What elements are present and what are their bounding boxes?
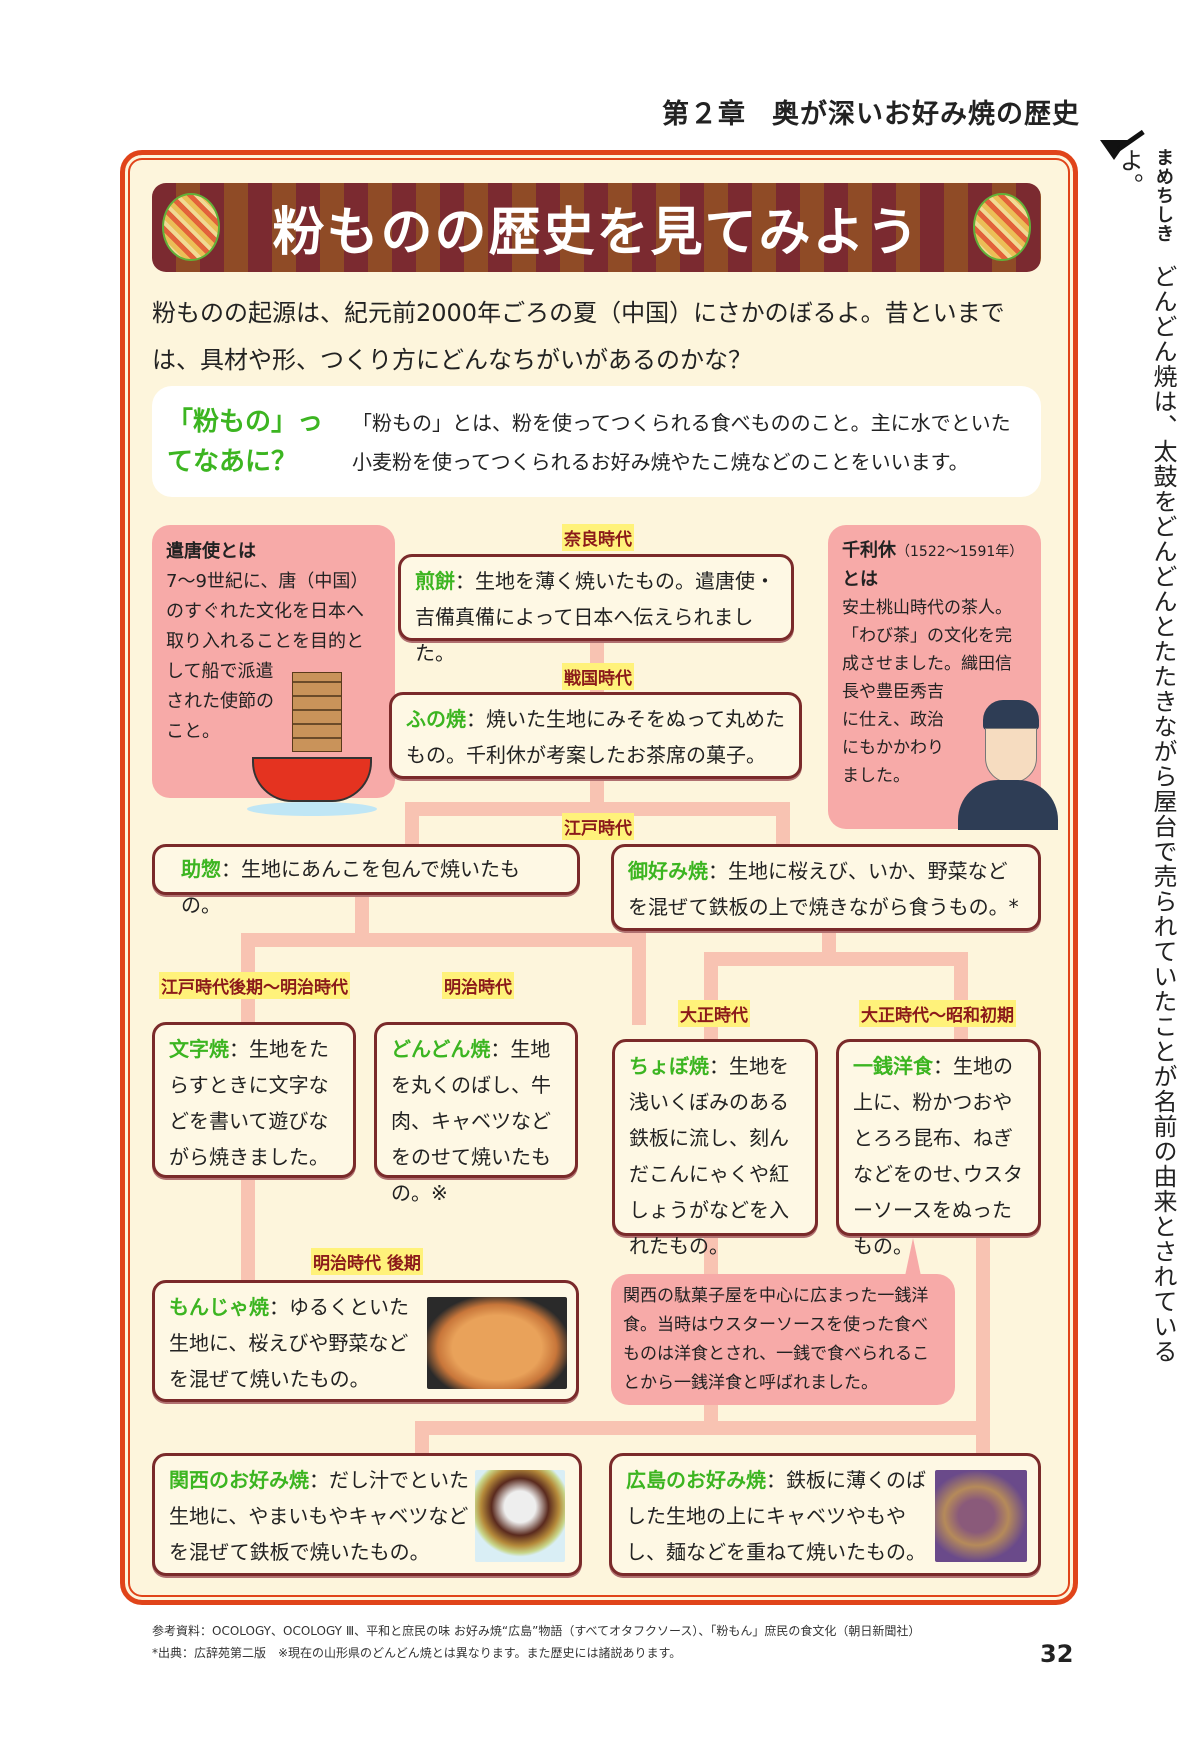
connector	[405, 802, 790, 816]
chapter-title: 奥が深いお好み焼の歴史	[772, 99, 1080, 130]
connector	[632, 933, 646, 1025]
page-title: 粉ものの歴史を見てみよう	[272, 203, 921, 263]
term-funoyaki: ふの焼	[406, 707, 466, 731]
item-issen-yoshoku: 一銭洋食：生地の上に、粉かつおやとろろ昆布、ねぎなどをのせ､ウスターソースをぬっ…	[836, 1039, 1041, 1258]
era-label-taisho: 大正時代	[678, 1000, 750, 1027]
term-mojiyaki: 文字焼	[169, 1037, 229, 1061]
era-label-meiji: 明治時代	[442, 972, 514, 999]
connector	[415, 1421, 429, 1456]
rikyu-title: 千利休	[842, 540, 896, 561]
connector	[355, 895, 369, 940]
connector	[954, 952, 968, 1042]
chapter-number: 第２章	[662, 99, 746, 130]
ship-hull	[252, 757, 372, 802]
desc-senbei: ：生地を薄く焼いたもの。遣唐使・吉備真備によって日本へ伝えられました。	[415, 569, 775, 665]
term-dondonyaki: どんどん焼	[391, 1037, 491, 1061]
rikyu-title-suffix: とは	[842, 569, 878, 590]
desc-issen-yoshoku: ：生地の上に、粉かつおやとろろ昆布、ねぎなどをのせ､ウスターソースをぬったもの。	[853, 1054, 1023, 1258]
definition-answer: 「粉もの」とは、粉を使ってつくられる食べもののこと。主に水でといた小麦粉を使って…	[352, 411, 1011, 474]
ship-sails	[292, 672, 342, 752]
term-choboyaki: ちょぼ焼	[629, 1054, 709, 1078]
era-label-edo: 江戸時代	[562, 813, 634, 840]
footer: 参考資料：OCOLOGY、OCOLOGY Ⅲ、平和と庶民の味 お好み焼“広島”物…	[152, 1620, 920, 1664]
term-issen-yoshoku: 一銭洋食	[853, 1054, 933, 1078]
desc-monjayaki: ：ゆるくといた生地に、桜えびや野菜などを混ぜて焼いたもの。	[169, 1295, 409, 1391]
kentoushi-text: 7～9世紀に、唐（中国）のすぐれた文化を日本へ取り入れることを目的として船で派遣…	[166, 571, 369, 742]
item-funoyaki: ふの焼：焼いた生地にみそをぬって丸めたもの。千利休が考案したお茶席の菓子。	[389, 692, 802, 779]
desc-mojiyaki: ：生地をたらすときに文字などを書いて遊びながら焼きました。	[169, 1037, 329, 1169]
references: 参考資料：OCOLOGY、OCOLOGY Ⅲ、平和と庶民の味 お好み焼“広島”物…	[152, 1624, 921, 1638]
side-note-label: まめちしき	[1153, 148, 1174, 243]
rikyu-portrait-face	[985, 728, 1037, 783]
item-senbei: 煎餅：生地を薄く焼いたもの。遣唐使・吉備真備によって日本へ伝えられました。	[398, 554, 794, 665]
term-senbei: 煎餅	[415, 569, 455, 593]
term-hiroshima-okonomiyaki: 広島のお好み焼	[626, 1468, 766, 1492]
desc-choboyaki: ：生地を浅いくぼみのある鉄板に流し、刻んだこんにゃくや紅しょうがなどを入れたもの…	[629, 1054, 789, 1258]
side-note: まめちしき どんどん焼は、太鼓をどんどんとたたきながら屋台で売られていたことが名…	[1112, 148, 1180, 1408]
chapter-header: 第２章奥が深いお好み焼の歴史	[640, 92, 1080, 131]
kentoushi-title: 遣唐使とは	[166, 541, 256, 562]
issen-note-text: 関西の駄菓子屋を中心に広まった一銭洋食。当時はウスターソースを使った食べものは洋…	[623, 1286, 930, 1393]
issen-yoshoku-note: 関西の駄菓子屋を中心に広まった一銭洋食。当時はウスターソースを使った食べものは洋…	[611, 1274, 955, 1405]
rikyu-portrait-robe	[958, 780, 1058, 830]
desc-suketsu: ：生地にあんこを包んで焼いたもの。	[181, 857, 520, 917]
desc-kansai-okonomiyaki: ：だし汁でといた生地に、やまいもやキャベツなどを混ぜて鉄板で焼いたもの。	[169, 1468, 469, 1564]
okonomiyaki-deco-icon	[973, 193, 1031, 261]
okonomiyaki-deco-icon	[162, 193, 220, 261]
connector	[776, 802, 790, 847]
era-label-nara: 奈良時代	[562, 524, 634, 551]
definition-box: 「粉もの」ってなあに？ 「粉もの」とは、粉を使ってつくられる食べもののこと。主に…	[152, 386, 1041, 497]
desc-funoyaki: ：焼いた生地にみそをぬって丸めたもの。千利休が考案したお茶席の菓子。	[406, 707, 785, 767]
rikyu-portrait-hat	[983, 700, 1039, 730]
connector	[405, 802, 419, 847]
term-monjayaki: もんじゃ焼	[169, 1295, 269, 1319]
connector	[976, 1236, 990, 1456]
era-label-sengoku: 戦国時代	[562, 663, 634, 690]
era-label-taisho-showa: 大正時代～昭和初期	[859, 1000, 1016, 1027]
desc-okonomi: ：生地に桜えび、いか、野菜などを混ぜて鉄板の上で焼きながら食うもの。*	[628, 859, 1019, 919]
item-suketsu: 助惣：生地にあんこを包んで焼いたもの。	[152, 844, 580, 917]
item-choboyaki: ちょぼ焼：生地を浅いくぼみのある鉄板に流し、刻んだこんにゃくや紅しょうがなどを入…	[612, 1039, 818, 1258]
hiroshima-okonomiyaki-photo	[935, 1470, 1027, 1562]
era-label-edo-meiji: 江戸時代後期～明治時代	[159, 972, 350, 999]
rikyu-text: 安土桃山時代の茶人。「わび茶」の文化を完成させました。織田信長や豊臣秀吉に仕え、…	[842, 598, 1012, 786]
connector	[704, 952, 968, 966]
connector	[704, 952, 718, 1042]
term-kansai-okonomiyaki: 関西のお好み焼	[169, 1468, 309, 1492]
kentoushi-note: 遣唐使とは 7～9世紀に、唐（中国）のすぐれた文化を日本へ取り入れることを目的と…	[152, 525, 395, 798]
connector	[241, 933, 646, 947]
title-banner: 粉ものの歴史を見てみよう	[152, 183, 1041, 272]
term-okonomi: 御好み焼	[628, 859, 708, 883]
kansai-okonomiyaki-photo	[475, 1470, 565, 1562]
definition-question: 「粉もの」ってなあに？	[167, 407, 324, 477]
rikyu-years: （1522～1591年）	[896, 544, 1024, 560]
side-note-text: どんどん焼は、太鼓をどんどんとたたきながら屋台で売られていたことが名前の由来とさ…	[1115, 148, 1177, 1364]
page-number: 32	[1040, 1640, 1074, 1668]
monjayaki-photo	[427, 1297, 567, 1389]
intro-text: 粉ものの起源は、紀元前2000年ごろの夏（中国）にさかのぼるよ。昔といまでは、具…	[152, 299, 1005, 374]
item-dondonyaki: どんどん焼：生地を丸くのばし、牛肉、キャベツなどをのせて焼いたもの。※	[374, 1022, 578, 1205]
ship-water	[247, 802, 377, 816]
desc-dondonyaki: ：生地を丸くのばし、牛肉、キャベツなどをのせて焼いたもの。※	[391, 1037, 551, 1205]
desc-hiroshima-okonomiyaki: ：鉄板に薄くのばした生地の上にキャベツやもやし、麺などを重ねて焼いたもの。	[626, 1468, 926, 1564]
connector	[415, 1421, 990, 1435]
footnotes: *出典：広辞苑第二版 ※現在の山形県のどんどん焼とは異なります。また歴史には諸説…	[152, 1646, 682, 1660]
era-label-meiji-late: 明治時代 後期	[311, 1248, 423, 1275]
item-mojiyaki: 文字焼：生地をたらすときに文字などを書いて遊びながら焼きました。	[152, 1022, 356, 1178]
bubble-tail	[905, 1238, 921, 1276]
item-okonomi: 御好み焼：生地に桜えび、いか、野菜などを混ぜて鉄板の上で焼きながら食うもの。*	[611, 844, 1041, 931]
term-suketsu: 助惣	[181, 857, 221, 881]
